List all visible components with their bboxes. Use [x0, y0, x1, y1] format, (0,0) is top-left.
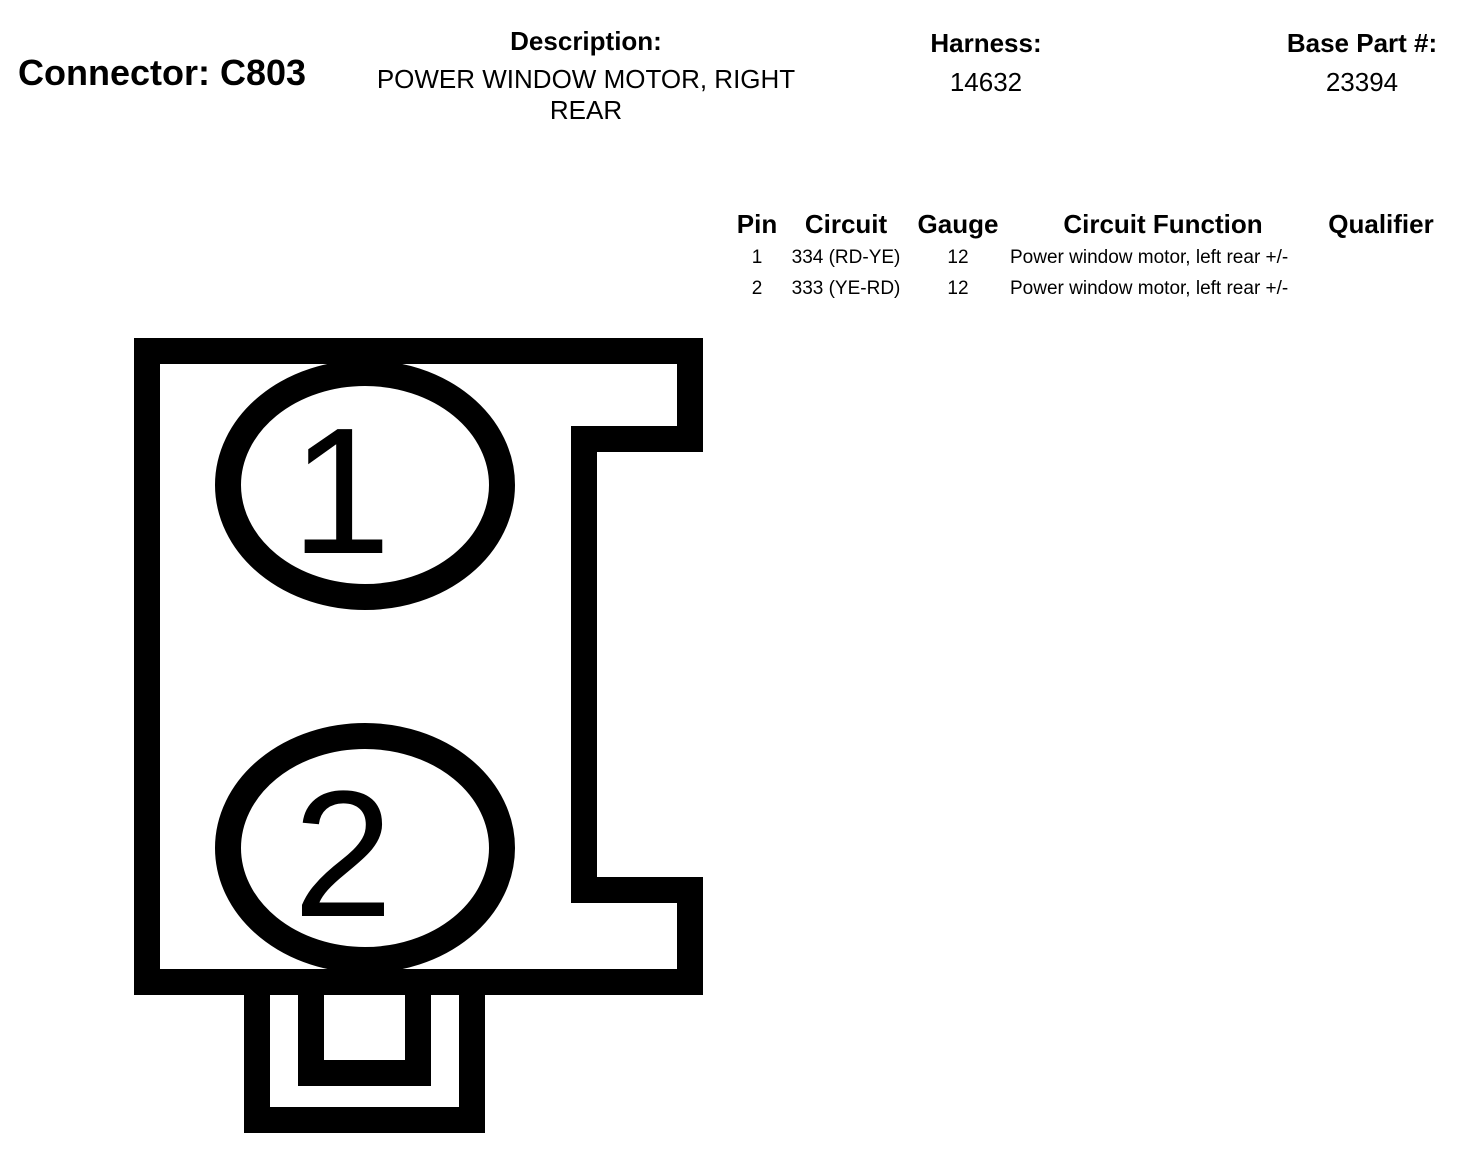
table-row: 1 334 (RD-YE) 12 Power window motor, lef…: [728, 242, 1446, 273]
harness-label: Harness:: [930, 28, 1042, 58]
pin-2-circle: [215, 723, 515, 973]
description-value: POWER WINDOW MOTOR, RIGHT REAR: [376, 64, 796, 125]
base-part-value: 23394: [1325, 67, 1399, 97]
pin-1-circle: [215, 360, 515, 610]
cell-circuit: 334 (RD-YE): [791, 246, 901, 268]
pin-2-cavity: 2: [215, 723, 515, 973]
pin-table-header-row: Pin Circuit Gauge Circuit Function Quali…: [728, 206, 1446, 242]
connector-body-outline: [134, 338, 703, 995]
cell-gauge: 12: [947, 277, 969, 299]
pin-table: Pin Circuit Gauge Circuit Function Quali…: [728, 206, 1446, 304]
pin-2-label: 2: [293, 754, 393, 955]
cell-pin: 2: [751, 277, 763, 299]
column-header-qualifier: Qualifier: [1328, 208, 1434, 239]
base-part-label: Base Part #:: [1286, 28, 1438, 58]
cell-circuit-function: Power window motor, left rear +/-: [1010, 246, 1289, 268]
cell-circuit-function: Power window motor, left rear +/-: [1010, 277, 1289, 299]
table-row: 2 333 (YE-RD) 12 Power window motor, lef…: [728, 273, 1446, 304]
locking-tab-inner: [298, 982, 431, 1086]
cell-circuit: 333 (YE-RD): [791, 277, 901, 299]
column-header-pin: Pin: [736, 208, 778, 239]
locking-tab-outer: [244, 982, 485, 1133]
pin-1-label: 1: [291, 391, 391, 592]
column-header-gauge: Gauge: [917, 208, 999, 239]
description-label: Description:: [510, 26, 662, 56]
column-header-circuit: Circuit: [804, 208, 888, 239]
pin-1-cavity: 1: [215, 360, 515, 610]
cell-pin: 1: [751, 246, 763, 268]
cell-gauge: 12: [947, 246, 969, 268]
connector-title: Connector: C803: [18, 52, 307, 93]
harness-value: 14632: [949, 67, 1023, 97]
column-header-circuit-function: Circuit Function: [1063, 208, 1263, 239]
